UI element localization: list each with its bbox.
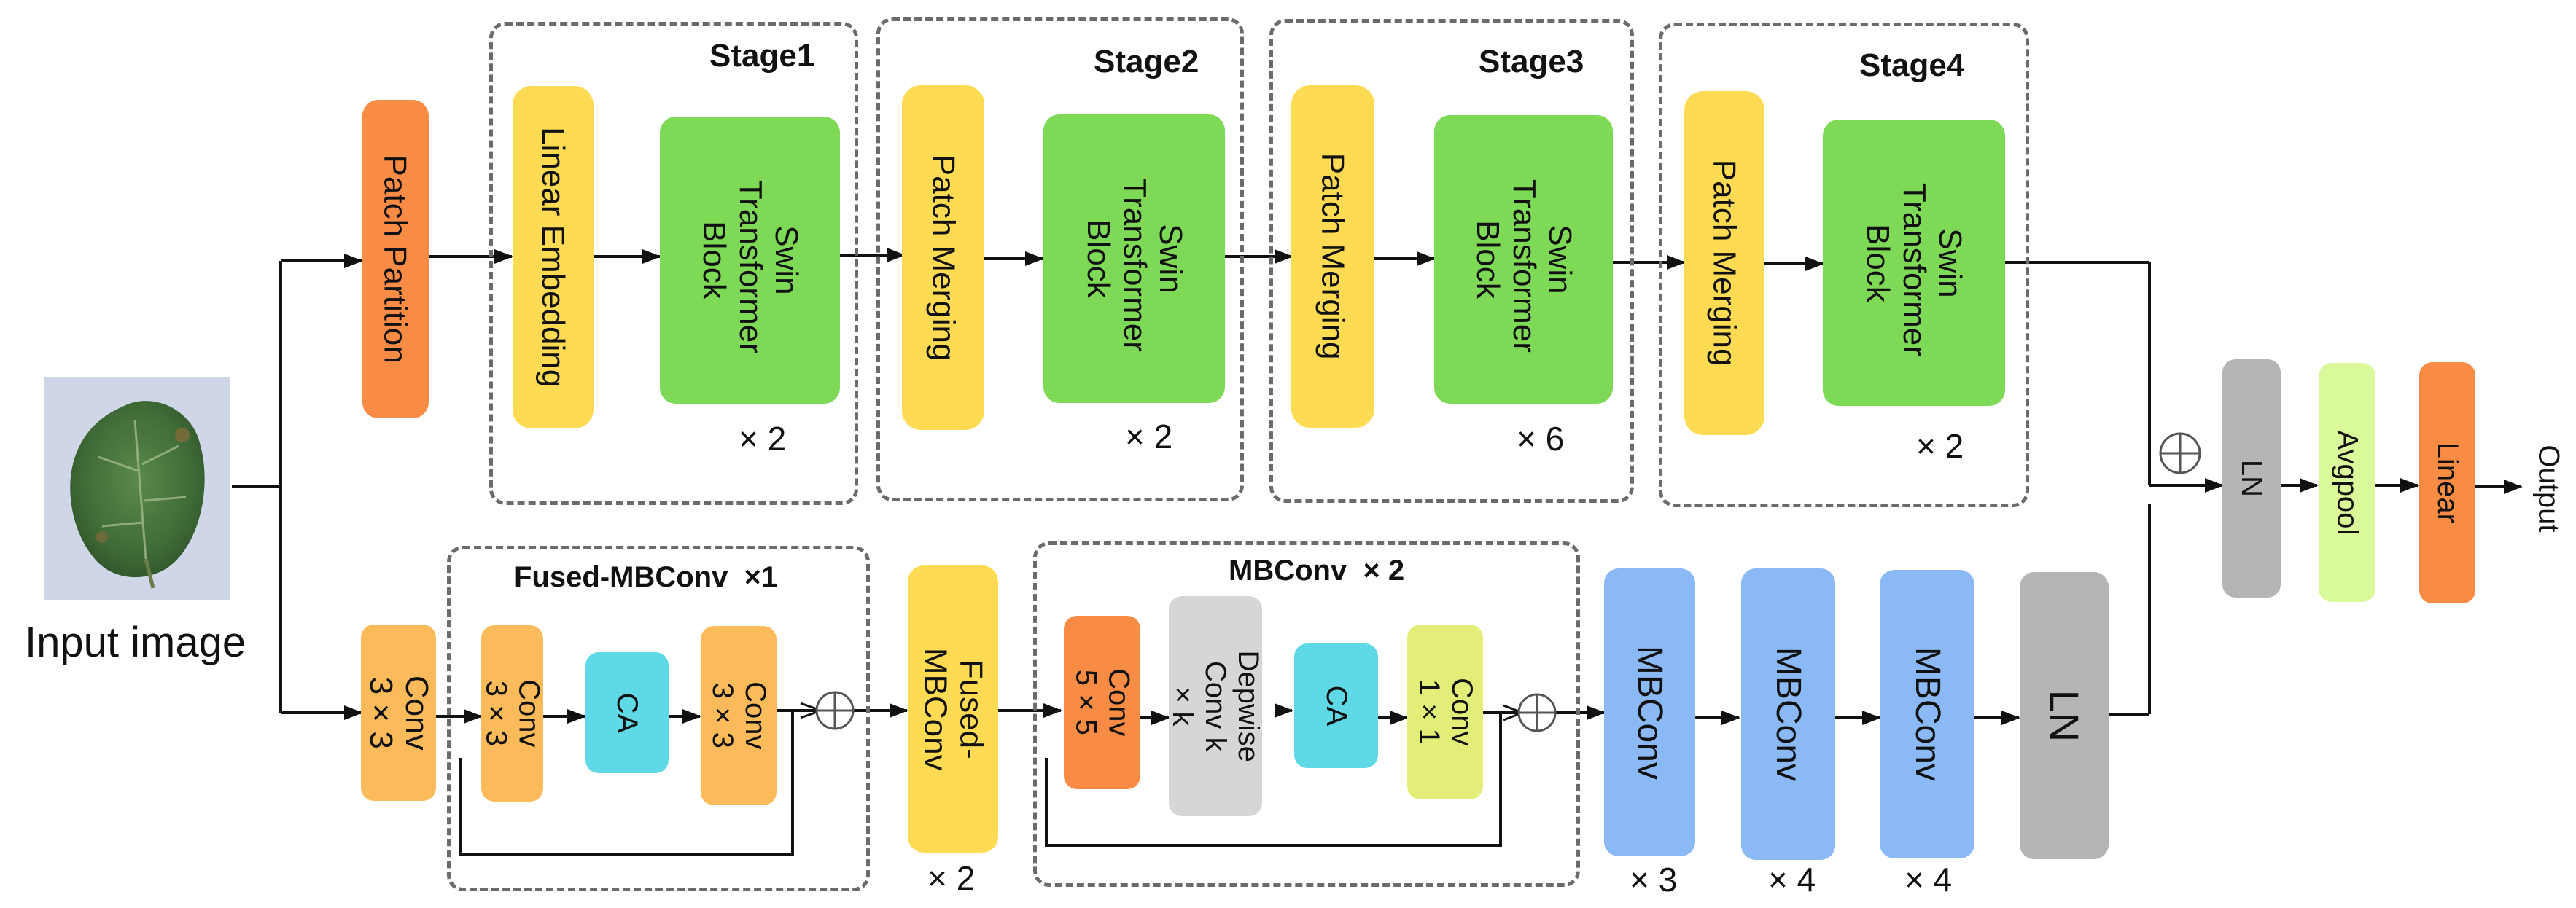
add-symbol-swin-cnn: [2159, 432, 2201, 474]
linear-embedding-block: Linear Embedding: [513, 86, 594, 428]
output-label-box: Output: [2523, 430, 2574, 547]
stage3-patch-merging-block: Patch Merging: [1291, 85, 1374, 428]
mbconv-block-3-repeat: × 4: [1904, 861, 1953, 899]
stage4-patch-merging-label: Patch Merging: [1706, 160, 1743, 367]
add-symbol-mbconv: [1517, 693, 1557, 732]
mbconv-block-2-repeat: × 4: [1768, 861, 1816, 899]
stage4-swin-label: Swin Transformer Block: [1860, 182, 1968, 356]
mbconv-depthwise-label: Depwise Conv k × k: [1167, 650, 1265, 762]
avgpool-label: Avgpool: [2331, 430, 2364, 535]
stage4-repeat: × 2: [1916, 427, 1964, 465]
stage4-swin-block: Swin Transformer Block: [1823, 120, 2005, 406]
mbconv-conv1-block: Conv 1 × 1: [1407, 625, 1483, 799]
fused-mbconv-block: Fused-MBConv: [908, 565, 998, 853]
stage4-title: Stage4: [1859, 47, 1965, 83]
mbconv-ca-block: CA: [1294, 643, 1378, 768]
stage2-swin-label: Swin Transformer Block: [1080, 178, 1188, 352]
linear-block: Linear: [2419, 362, 2475, 603]
stage4-container: [1659, 23, 2029, 507]
stage2-patch-merging-label: Patch Merging: [925, 154, 962, 361]
mbconv-block-1: MBConv: [1604, 568, 1695, 856]
mbconv-block-3-label: MBConv: [1907, 646, 1947, 782]
linear-label: Linear: [2431, 442, 2464, 524]
mbconv-block-1-repeat: × 3: [1630, 861, 1678, 899]
fused-conv-a-block: Conv 3 × 3: [480, 625, 545, 802]
patch-partition-label: Patch Partition: [378, 154, 414, 364]
stem-conv-block: Conv 3 × 3: [361, 625, 436, 801]
stage3-patch-merging-label: Patch Merging: [1315, 153, 1351, 360]
patch-partition-block: Patch Partition: [362, 100, 429, 418]
add-symbol-fused: [815, 691, 855, 730]
stage4-patch-merging-block: Patch Merging: [1684, 91, 1764, 435]
stage2-title: Stage2: [1094, 44, 1199, 79]
stem-conv-label: Conv 3 × 3: [362, 675, 435, 751]
output-label: Output: [2532, 444, 2565, 533]
mbconv-depthwise-block: Depwise Conv k × k: [1167, 596, 1265, 816]
stage1-container: [489, 22, 858, 505]
mbconv-block-2-label: MBConv: [1769, 646, 1808, 782]
head-ln-block: LN: [2222, 359, 2281, 598]
stage1-swin-label: Swin Transformer Block: [696, 179, 804, 353]
stage3-title: Stage3: [1479, 44, 1584, 79]
fused-ca-label: CA: [611, 692, 644, 733]
fused-conv-a-label: Conv 3 × 3: [480, 679, 545, 748]
head-ln-label: LN: [2235, 459, 2268, 498]
stage2-container: [876, 17, 1244, 501]
fused-conv-b-block: Conv 3 × 3: [701, 626, 777, 805]
mbconv-conv5-label: Conv 5 × 5: [1070, 668, 1135, 737]
cnn-ln-block: LN: [2020, 572, 2109, 859]
stage3-swin-label: Swin Transformer Block: [1469, 179, 1578, 353]
stage1-repeat: × 2: [739, 420, 787, 458]
mbconv-container: [1033, 541, 1580, 887]
avgpool-block: Avgpool: [2319, 363, 2375, 602]
stage3-container: [1269, 19, 1634, 503]
mbconv-conv1-label: Conv 1 × 1: [1413, 678, 1478, 746]
input-leaf-image: [44, 377, 230, 600]
mbconv-block-2: MBConv: [1741, 568, 1835, 860]
fused-conv-b-label: Conv 3 × 3: [707, 681, 771, 750]
mbconv-block-3: MBConv: [1880, 570, 1974, 858]
mbconv-block-1-label: MBConv: [1630, 645, 1670, 780]
stage2-patch-merging-block: Patch Merging: [902, 85, 984, 430]
cnn-ln-label: LN: [2042, 689, 2088, 742]
stage2-repeat: × 2: [1125, 418, 1173, 455]
fused-mbconv-repeat: × 2: [927, 859, 976, 897]
fused-ca-block: CA: [585, 652, 669, 773]
mbconv-group-title: MBConv × 2: [1229, 555, 1405, 587]
stage2-swin-block: Swin Transformer Block: [1043, 114, 1225, 403]
linear-embedding-label: Linear Embedding: [535, 127, 572, 388]
stage1-title: Stage1: [709, 38, 815, 74]
fused-mbconv-container: [447, 546, 870, 891]
stage3-swin-block: Swin Transformer Block: [1434, 115, 1613, 404]
fused-mbconv-group-title: Fused-MBConv ×1: [514, 561, 778, 593]
input-image-label: Input image: [25, 619, 246, 666]
stage1-swin-block: Swin Transformer Block: [660, 117, 840, 404]
fused-mbconv-label: Fused-MBConv: [917, 647, 989, 771]
mbconv-conv5-block: Conv 5 × 5: [1064, 616, 1140, 789]
mbconv-ca-label: CA: [1320, 685, 1353, 727]
stage3-repeat: × 6: [1517, 420, 1565, 458]
